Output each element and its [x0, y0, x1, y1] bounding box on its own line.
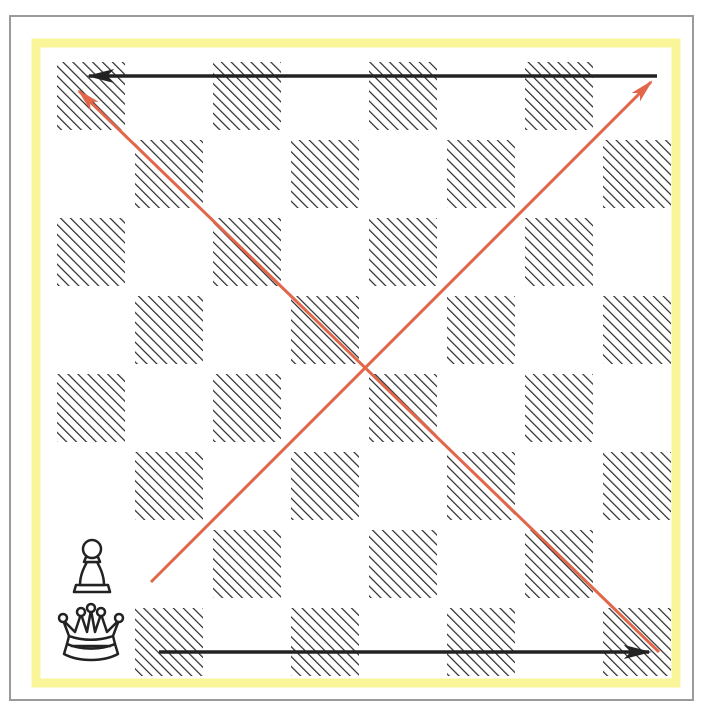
dark-square — [135, 296, 203, 364]
dark-square — [447, 140, 515, 208]
light-square — [603, 374, 671, 442]
dark-square — [135, 140, 203, 208]
light-square — [291, 218, 359, 286]
dark-square — [213, 374, 281, 442]
light-square — [525, 608, 593, 676]
dark-square — [369, 62, 437, 130]
light-square — [369, 608, 437, 676]
dark-square — [447, 608, 515, 676]
dark-square — [525, 374, 593, 442]
dark-square — [57, 218, 125, 286]
dark-square — [603, 140, 671, 208]
dark-square — [135, 608, 203, 676]
dark-square — [447, 296, 515, 364]
dark-square — [57, 374, 125, 442]
light-square — [603, 218, 671, 286]
light-square — [57, 296, 125, 364]
dark-square — [57, 62, 125, 130]
dark-square — [603, 452, 671, 520]
light-square — [135, 374, 203, 442]
light-square — [369, 452, 437, 520]
light-square — [135, 218, 203, 286]
dark-square — [213, 530, 281, 598]
light-square — [525, 452, 593, 520]
light-square — [447, 62, 515, 130]
light-square — [213, 608, 281, 676]
dark-square — [291, 452, 359, 520]
light-square — [213, 140, 281, 208]
dark-square — [525, 530, 593, 598]
light-square — [213, 296, 281, 364]
dark-square — [369, 530, 437, 598]
dark-square — [525, 62, 593, 130]
dark-square — [135, 452, 203, 520]
light-square — [525, 296, 593, 364]
light-square — [603, 530, 671, 598]
dark-square — [603, 296, 671, 364]
light-square — [57, 452, 125, 520]
light-square — [447, 530, 515, 598]
light-square — [291, 530, 359, 598]
dark-square — [291, 608, 359, 676]
dark-square — [447, 452, 515, 520]
dark-square — [603, 608, 671, 676]
dark-square — [369, 218, 437, 286]
dark-square — [369, 374, 437, 442]
dark-square — [291, 140, 359, 208]
light-square — [135, 62, 203, 130]
light-square — [291, 62, 359, 130]
light-square — [369, 140, 437, 208]
light-square — [447, 374, 515, 442]
dark-square — [213, 62, 281, 130]
light-square — [57, 140, 125, 208]
dark-square — [525, 218, 593, 286]
